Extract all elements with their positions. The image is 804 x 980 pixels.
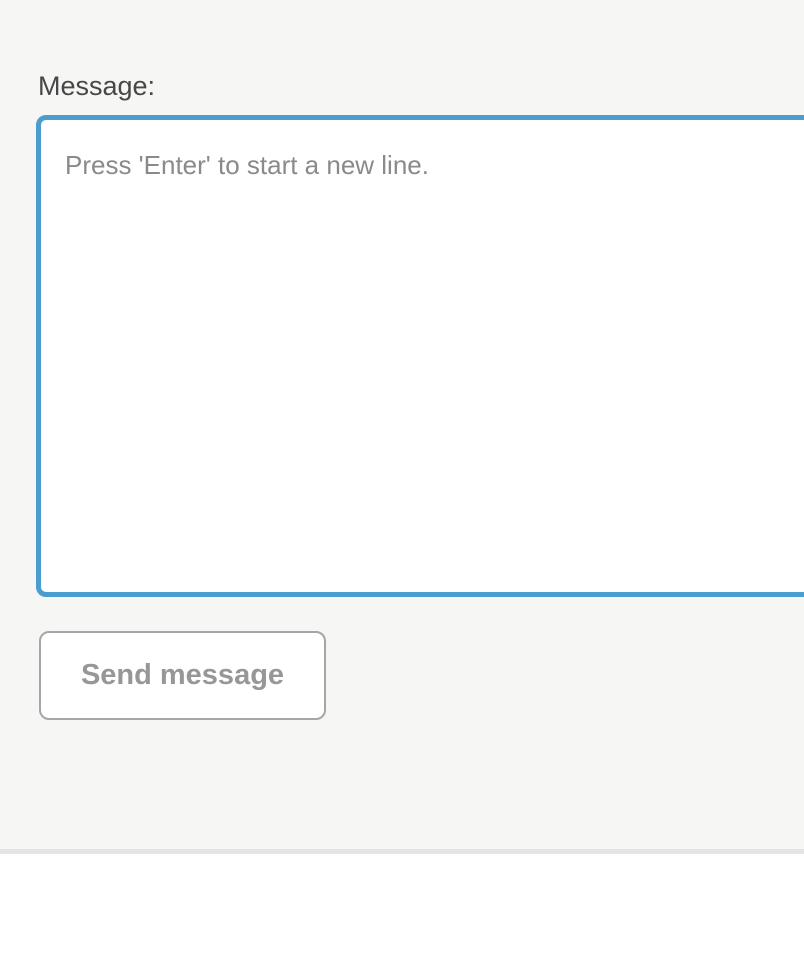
message-label: Message:	[38, 71, 156, 101]
message-textarea[interactable]	[36, 115, 804, 597]
send-message-button[interactable]: Send message	[39, 631, 326, 720]
page-area-below-panel	[0, 854, 804, 980]
message-form-panel: Message: Send message	[0, 71, 804, 854]
